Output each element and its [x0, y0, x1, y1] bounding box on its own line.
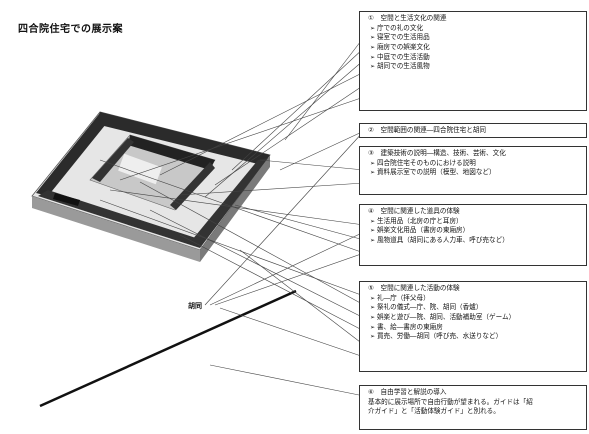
list-item: 庁での礼の文化 [368, 24, 582, 34]
box-heading: ④ 空間に関連した道具の体験 [368, 207, 460, 215]
list-item: 生活用品（北房の庁と耳房） [368, 217, 582, 227]
west-house-roof [36, 113, 110, 196]
platform-front-face [32, 196, 200, 262]
list-item: 廂房での娯楽文化 [368, 43, 582, 53]
list-item: 礼―庁（拝父母） [368, 294, 582, 304]
list-item: 寝室での生活用品 [368, 33, 582, 43]
box-space-range: ② 空間範囲の関連―四合院住宅と胡同 [359, 123, 587, 138]
box-activity-experience: ⑤ 空間に関連した活動の体験 礼―庁（拝父母） 祭礼の儀式―庁、院、胡同（香爐）… [359, 281, 587, 372]
list-item: 資料展示室での説明（模型、地図など） [368, 168, 582, 178]
connectors [99, 36, 365, 397]
box-heading: ⑤ 空間に関連した活動の体験 [368, 284, 460, 292]
page-title: 四合院住宅での展示案 [18, 24, 123, 35]
box-free-learning: ⑥ 自由学習と解説の導入 基本的に展示場所で自由行動が望まれる。ガイドは「紹 介… [359, 385, 587, 430]
east-house-roof [192, 158, 268, 248]
platform-side-face [200, 155, 270, 262]
gate-roof [53, 193, 80, 206]
box-heading: ① 空間と生活文化の関連 [368, 14, 447, 22]
box-heading: ⑥ 自由学習と解説の導入 [368, 388, 447, 396]
list-item: 娯楽と遊び―院、胡同、活動補助室（ゲーム） [368, 313, 582, 323]
list-item: 書、絵―書房の東廂房 [368, 323, 582, 333]
body-text: 基本的に展示場所で自由行動が望まれる。ガイドは「紹 [368, 397, 533, 406]
courtyard-paving [118, 153, 162, 185]
list-item: 風物道具（胡同にある人力車、呼び売など） [368, 236, 582, 246]
list-item: 祭礼の儀式―庁、院、胡同（香爐） [368, 303, 582, 313]
box-space-culture: ① 空間と生活文化の関連 庁での礼の文化 寝室での生活用品 廂房での娯楽文化 中… [359, 11, 587, 111]
box-architecture: ③ 建築技術の説明―構造、技術、芸術、文化 四合院住宅そのものにおける説明 資料… [359, 146, 587, 195]
courtyard-model [31, 111, 271, 262]
list-item: 胡同での生活風物 [368, 62, 582, 72]
box-tools-experience: ④ 空間に関連した道具の体験 生活用品（北房の庁と耳房） 娯楽文化用品（書房の東… [359, 204, 587, 266]
side-hall-roof-east [170, 162, 215, 210]
list-item: 四合院住宅そのものにおける説明 [368, 159, 582, 169]
north-house-roof [96, 112, 270, 165]
alley-line [39, 289, 297, 408]
list-item: 中庭での生活活動 [368, 53, 582, 63]
box-heading: ③ 建築技術の説明―構造、技術、芸術、文化 [368, 149, 506, 157]
box-heading: ② 空間範囲の関連―四合院住宅と胡同 [368, 126, 487, 134]
list-item: 娯楽文化用品（書房の東廂房） [368, 226, 582, 236]
side-hall-roof-west [92, 138, 134, 182]
main-hall-roof [128, 135, 215, 170]
list-item: 買売、労働―胡同（呼び売、水送りなど） [368, 332, 582, 342]
body-text: 介ガイド」と「活動体験ガイド」と別れる。 [368, 407, 500, 416]
alley-label: 胡同 [188, 302, 202, 310]
